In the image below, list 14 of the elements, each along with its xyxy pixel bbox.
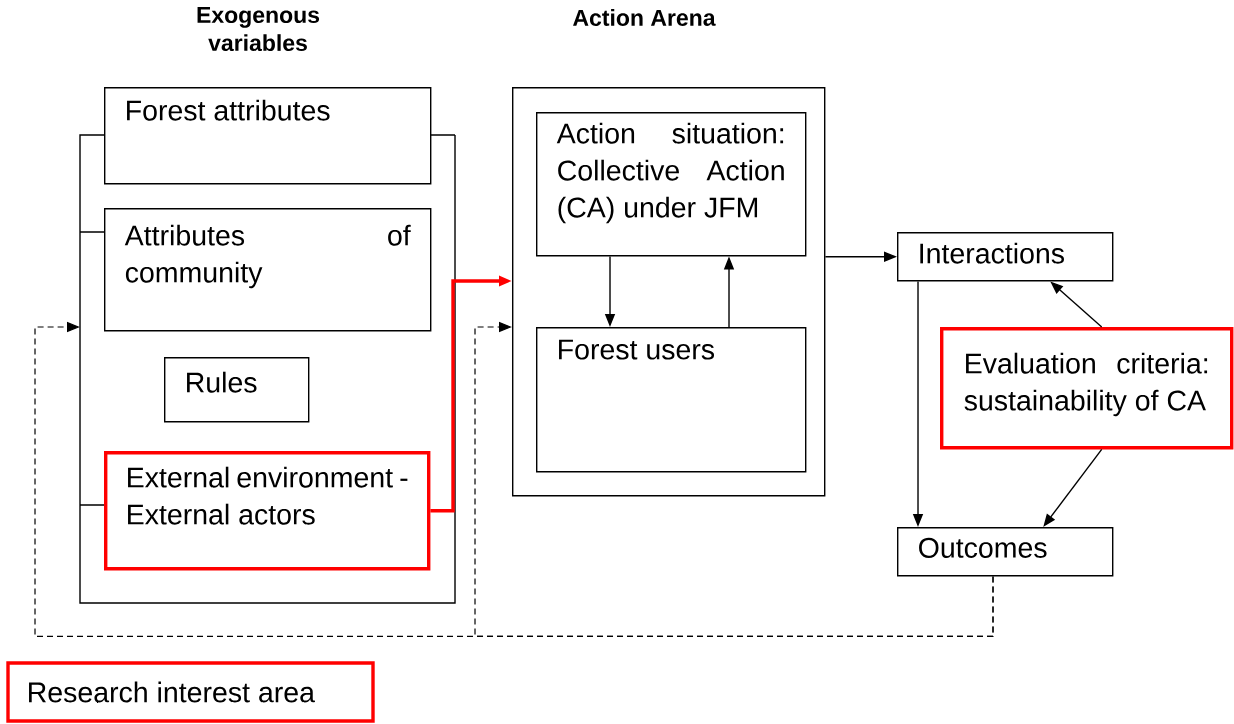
process-box: Interactions	[897, 232, 1114, 282]
heading: Exogenous variables	[197, 7, 320, 52]
highlighted-box: Evaluation criteria: sustainability of CA	[940, 327, 1234, 450]
arrow	[1043, 448, 1103, 527]
heading: Action Arena	[573, 9, 716, 26]
process-box: Forest attributes	[104, 87, 432, 185]
process-box: Outcomes	[897, 527, 1114, 577]
process-box: Action situation: Collective Action (CA) under JFM	[536, 112, 807, 257]
process-box: Rules	[164, 357, 310, 423]
legend-text: Research interest area	[29, 681, 315, 703]
process-box: Forest users	[536, 327, 807, 473]
arrow	[474, 321, 994, 637]
highlighted-box: External environment - External actors	[104, 451, 431, 571]
process-box: Attributes of community	[104, 208, 432, 332]
